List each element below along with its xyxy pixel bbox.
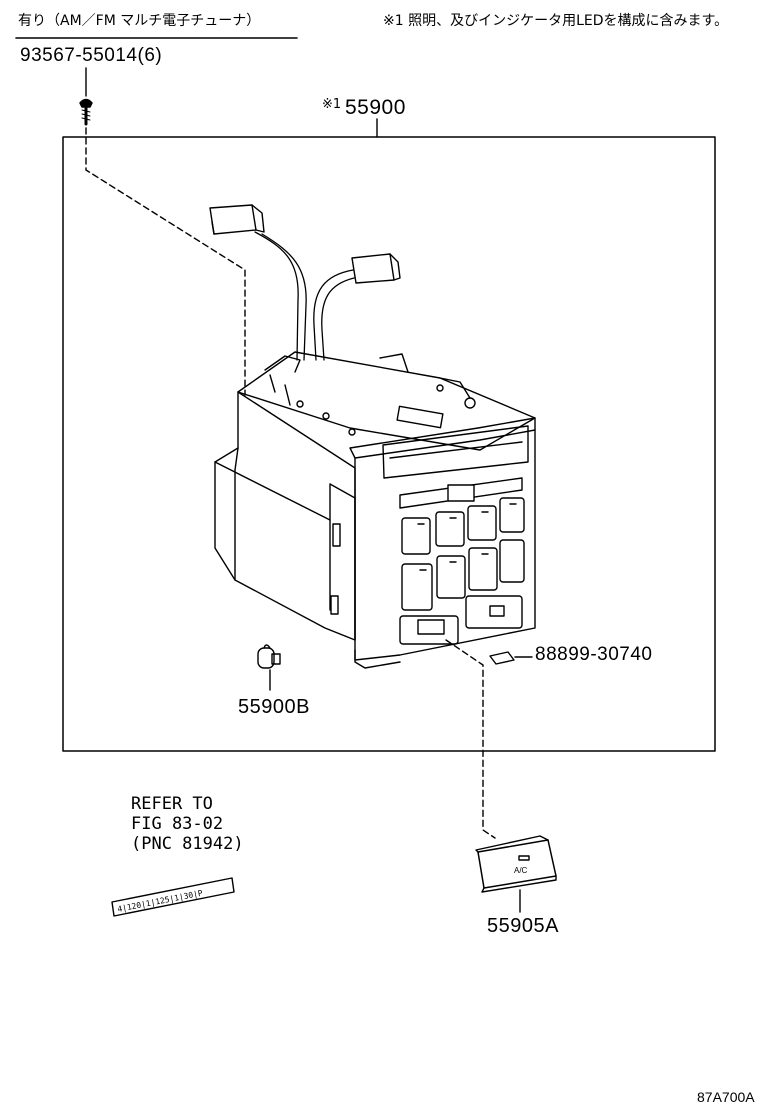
screw-part-number[interactable]: 93567-55014(6) [20, 45, 163, 66]
bulb-icon [257, 644, 281, 669]
note-text: ※1 照明、及びインジケータ用LEDを構成に含みます。 [383, 13, 729, 29]
knob-part-number[interactable]: 55905A [487, 915, 559, 937]
condition-label: 有り（AM／FM マルチ電子チューナ） [18, 13, 261, 29]
lamp-icon [489, 651, 515, 665]
screw-dashed-leader [85, 127, 246, 396]
illustration-code: 87A700A [697, 1089, 755, 1105]
connector-icon [209, 204, 401, 284]
reference-line-1: REFER TO [131, 794, 213, 814]
knob-dashed-leader [445, 639, 496, 839]
screw-icon [79, 98, 93, 126]
reference-line-3: (PNC 81942) [131, 834, 244, 854]
reference-line-2: FIG 83-02 [131, 814, 224, 834]
main-part-number[interactable]: 55900 [345, 96, 406, 119]
reference-scale-icon [111, 877, 235, 917]
assembly-frame [62, 136, 716, 752]
bulb-part-number[interactable]: 55900B [238, 696, 310, 718]
wire-harness [254, 231, 355, 361]
main-part-prefix: ※1 [322, 97, 342, 112]
radio-ac-control-unit [214, 351, 536, 669]
lamp-part-number[interactable]: 88899-30740 [535, 644, 653, 665]
ac-knob-icon [475, 835, 557, 893]
ac-knob-label: A/C [514, 866, 528, 875]
